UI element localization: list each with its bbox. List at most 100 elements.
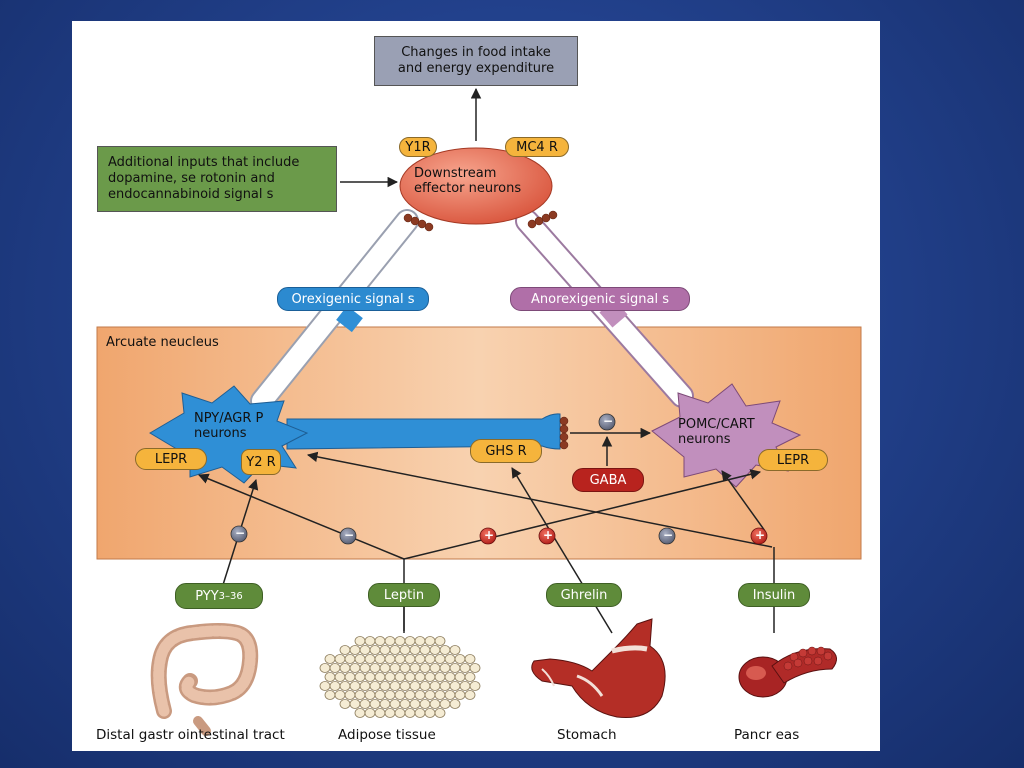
sign-plus-leptin: +: [484, 528, 495, 542]
pomc-line1: POMC/CART: [678, 417, 755, 432]
arrow-leptin-to-pomc-lepr: [403, 469, 762, 560]
downstream-effector-neurons: [399, 147, 553, 225]
plus-sign-insulin: [750, 527, 768, 545]
adipose-cell: [399, 681, 411, 691]
diagram-graphics: [96, 87, 862, 736]
adipose-cell: [419, 663, 431, 673]
minus-sign-insulin: [658, 527, 676, 545]
tissue-adipose-label: Adipose tissue: [338, 727, 436, 743]
plus-sign-leptin: [479, 527, 497, 545]
adipose-cell: [394, 690, 406, 700]
pomc-lepr-receptor: LEPR: [758, 449, 828, 471]
pomc-line2: neurons: [678, 432, 731, 447]
adipose-cell: [324, 672, 336, 682]
adipose-cell: [344, 654, 356, 664]
output-box-line1: Changes in food intake: [401, 45, 551, 60]
adipose-cell: [394, 708, 406, 718]
y2r-receptor: Y2 R: [241, 449, 281, 475]
pomc-terminal-boutons: [527, 210, 558, 229]
adipose-cell: [424, 672, 436, 682]
adipose-cell: [434, 708, 446, 718]
adipose-cell: [424, 654, 436, 664]
tissue-gi-label: Distal gastr ointestinal tract: [96, 727, 285, 743]
adipose-cell: [449, 663, 461, 673]
adipose-cell: [384, 672, 396, 682]
output-box: Changes in food intake and energy expend…: [374, 36, 578, 86]
adipose-cell: [414, 690, 426, 700]
adipose-cell: [374, 708, 386, 718]
adipose-cell: [384, 636, 396, 646]
npy-lepr-receptor: LEPR: [135, 448, 207, 470]
adipose-cell: [404, 636, 416, 646]
adipose-cell: [379, 645, 391, 655]
adipose-cell: [364, 672, 376, 682]
npy-gaba-boutons: [559, 416, 569, 450]
adipose-cell: [459, 663, 471, 673]
adipose-cell: [329, 663, 341, 673]
adipose-cell: [459, 681, 471, 691]
adipose-cell: [399, 645, 411, 655]
adipose-cell: [394, 636, 406, 646]
adipose-cell: [344, 690, 356, 700]
adipose-cell: [359, 699, 371, 709]
adipose-cell: [429, 699, 441, 709]
adipose-cell: [444, 672, 456, 682]
adipose-cell: [394, 654, 406, 664]
ghrelin-hormone-label: Ghrelin: [546, 583, 622, 607]
adipose-cell: [379, 663, 391, 673]
adipose-cell: [409, 645, 421, 655]
adipose-cell: [359, 663, 371, 673]
adipose-cell: [389, 699, 401, 709]
sign-plus-ghrelin: +: [543, 528, 554, 542]
arrow-leptin-to-npy-lepr: [198, 473, 405, 560]
adipose-cell: [324, 654, 336, 664]
adipose-cell: [334, 672, 346, 682]
adipose-cell: [359, 681, 371, 691]
insulin-hormone-label: Insulin: [738, 583, 810, 607]
ghsr-receptor: GHS R: [470, 439, 542, 463]
adipose-cell: [439, 645, 451, 655]
downstream-label: Downstream effector neurons: [414, 166, 521, 196]
adipose-cell: [404, 708, 416, 718]
adipose-cell: [444, 690, 456, 700]
adipose-cell: [424, 708, 436, 718]
minus-sign-leptin: [339, 527, 357, 545]
stomach-illustration: [531, 618, 666, 719]
y1r-receptor: Y1R: [399, 137, 437, 157]
pyy-main: PYY: [195, 588, 219, 604]
adipose-cell: [364, 654, 376, 664]
adipose-cell: [419, 645, 431, 655]
adipose-cell: [334, 690, 346, 700]
adipose-cell: [349, 645, 361, 655]
orexigenic-signals-label: Orexigenic signal s: [277, 287, 429, 311]
inputs-line1: Additional inputs that include: [108, 155, 300, 170]
adipose-cell: [469, 681, 481, 691]
adipose-cell: [429, 681, 441, 691]
arrow-insulin-to-pomc: [721, 470, 766, 532]
adipose-cell: [409, 681, 421, 691]
adipose-cell: [404, 654, 416, 664]
leptin-hormone-label: Leptin: [368, 583, 440, 607]
adipose-cell: [344, 672, 356, 682]
adipose-cell: [354, 708, 366, 718]
minus-sign-pyy: [230, 525, 248, 543]
adipose-cell: [374, 690, 386, 700]
adipose-cell: [464, 654, 476, 664]
colon-illustration: [150, 623, 259, 736]
adipose-cell: [399, 663, 411, 673]
adipose-cell: [454, 654, 466, 664]
slide-figure: Changes in food intake and energy expend…: [72, 21, 880, 751]
mc4r-receptor: MC4 R: [505, 137, 569, 157]
minus-sign-gaba: [598, 413, 616, 431]
adipose-cell: [434, 654, 446, 664]
adipose-cell: [449, 699, 461, 709]
adipose-cell: [429, 645, 441, 655]
adipose-illustration: [319, 636, 481, 718]
adipose-cell: [374, 672, 386, 682]
output-box-line2: and energy expenditure: [397, 61, 555, 76]
adipose-cell: [449, 681, 461, 691]
adipose-cell: [364, 636, 376, 646]
adipose-cell: [449, 645, 461, 655]
sign-minus-gaba: −: [603, 414, 614, 428]
